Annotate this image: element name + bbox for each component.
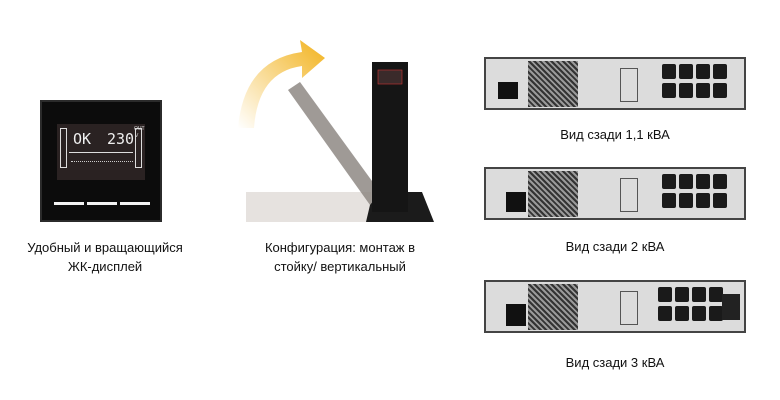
tilted-unit-ghost: [288, 82, 380, 205]
input-level-bar: [60, 128, 67, 168]
rotation-arrow-icon: [238, 40, 325, 128]
outlet-group: [662, 174, 727, 208]
rear-caption: Вид сзади 3 кВА: [565, 355, 665, 370]
feature-caption-config: Конфигурация: монтаж в стойку/ вертикаль…: [240, 238, 440, 276]
lcd-button: [87, 202, 117, 205]
rear-view-2kva: [484, 167, 746, 220]
feature-caption-lcd: Удобный и вращающийся ЖК-дисплей: [0, 238, 210, 276]
tower-unit: [372, 62, 408, 212]
fan-grille: [528, 171, 578, 217]
power-inlet: [498, 82, 518, 99]
slot: [620, 291, 638, 325]
lcd-button: [54, 202, 84, 205]
outlet-group: [662, 64, 727, 98]
slot: [620, 178, 638, 212]
caption-line: ЖК-дисплей: [67, 259, 143, 274]
lcd-out-label: OUT: [134, 126, 145, 132]
output-level-bar: [135, 128, 142, 168]
fan-grille: [528, 61, 578, 107]
lcd-voltage: 230: [107, 130, 135, 148]
rear-caption: Вид сзади 2 кВА: [565, 239, 665, 254]
caption-line: Удобный и вращающийся: [27, 240, 183, 255]
lcd-button: [120, 202, 150, 205]
tower-lcd: [377, 69, 403, 85]
caption-line: Конфигурация: монтаж в: [264, 240, 416, 255]
power-inlet: [506, 304, 526, 326]
rear-view-3kva: [484, 280, 746, 333]
lcd-display-image: OK 230 OUT V: [40, 100, 162, 222]
outlet-group: [658, 287, 723, 321]
lcd-screen: OK 230 OUT V: [57, 124, 145, 180]
slot: [620, 68, 638, 102]
rotation-illustration: [238, 40, 434, 222]
rear-view-1-1kva: [484, 57, 746, 110]
lcd-unit: V: [135, 133, 139, 139]
lcd-divider: [69, 152, 133, 153]
output-terminal: [722, 294, 740, 320]
lcd-status: OK: [73, 130, 92, 148]
caption-line: стойку/ вертикальный: [274, 259, 406, 274]
horizontal-unit-ghost: [246, 192, 371, 222]
power-flow-icon: [71, 161, 133, 162]
power-inlet: [506, 192, 526, 212]
rear-caption: Вид сзади 1,1 кВА: [560, 127, 670, 142]
fan-grille: [528, 284, 578, 330]
